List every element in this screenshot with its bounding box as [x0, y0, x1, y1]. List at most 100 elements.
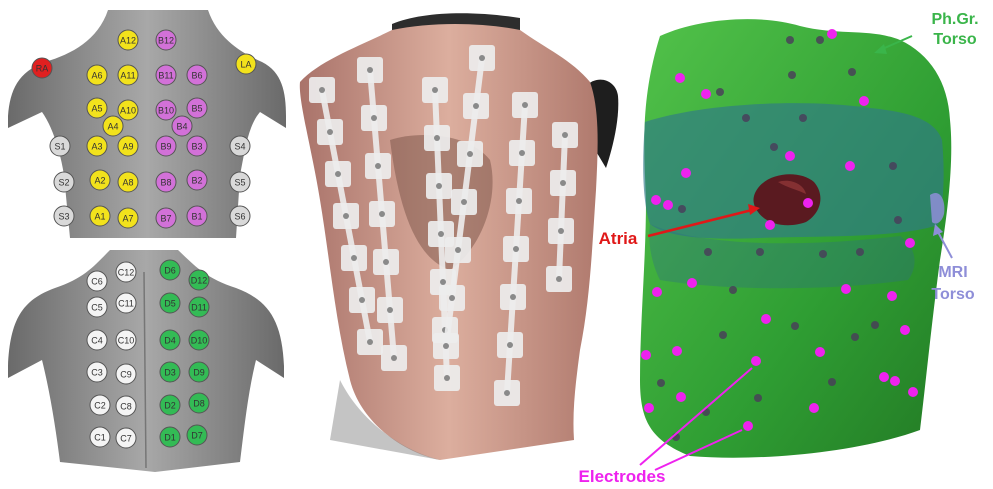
strip-electrode-dot: [558, 228, 564, 234]
electrode-label-b4: B4: [176, 122, 187, 132]
model-electrode-dot: [681, 168, 691, 178]
model-electrode-dot: [803, 198, 813, 208]
strip-electrode-dot: [375, 163, 381, 169]
model-electrode-dot-back: [729, 286, 737, 294]
electrode-label-c12: C12: [118, 268, 135, 278]
model-electrode-dot-back: [819, 250, 827, 258]
strip-electrode-dot: [504, 390, 510, 396]
model-electrode-dot: [761, 314, 771, 324]
electrode-label-b10: B10: [158, 106, 174, 116]
strip-electrode-dot: [516, 198, 522, 204]
strip-electrode-dot: [367, 67, 373, 73]
model-electrode-dot-back: [704, 248, 712, 256]
model-electrode-dot: [890, 376, 900, 386]
electrode-label-d5: D5: [164, 299, 176, 309]
strip-electrode-dot: [479, 55, 485, 61]
electrode-label-b6: B6: [191, 71, 202, 81]
model-electrode-dot: [676, 392, 686, 402]
model-electrode-dot-back: [770, 143, 778, 151]
strip-electrode-dot: [351, 255, 357, 261]
model-electrode-dot-back: [889, 162, 897, 170]
vest-photo-panel: [300, 13, 619, 460]
model-electrode-dot: [751, 356, 761, 366]
electrode-label-d10: D10: [191, 336, 208, 346]
electrode-label-a9: A9: [122, 142, 133, 152]
strip-electrode-dot: [391, 355, 397, 361]
strip-electrode-dot: [432, 87, 438, 93]
model-electrode-dot-back: [816, 36, 824, 44]
electrode-label-b3: B3: [191, 142, 202, 152]
electrode-label-d6: D6: [164, 266, 176, 276]
electrode-label-a8: A8: [122, 178, 133, 188]
strip-electrode-dot: [473, 103, 479, 109]
model-electrode-dot-back: [788, 71, 796, 79]
electrode-label-c6: C6: [91, 277, 103, 287]
strip-electrode-dot: [438, 231, 444, 237]
electrode-label-d12: D12: [191, 276, 208, 286]
strip-electrode-dot: [359, 297, 365, 303]
model-electrode-dot-back: [786, 36, 794, 44]
electrode-label-b11: B11: [158, 71, 173, 81]
electrode-label-a7: A7: [122, 214, 133, 224]
model-electrode-dot-back: [742, 114, 750, 122]
model-electrode-dot: [644, 403, 654, 413]
electrode-label-d2: D2: [164, 401, 176, 411]
model-electrode-dot: [641, 350, 651, 360]
electrode-label-a12: A12: [120, 36, 136, 46]
electrode-label-a5: A5: [91, 104, 102, 114]
model-electrode-dot-back: [848, 68, 856, 76]
electrode-label-c4: C4: [91, 336, 103, 346]
electrode-label-c8: C8: [120, 402, 132, 412]
model-electrode-dot: [908, 387, 918, 397]
model-electrode-dot: [845, 161, 855, 171]
strip-electrode-dot: [444, 375, 450, 381]
model-electrode-dot: [815, 347, 825, 357]
electrode-label-c7: C7: [120, 434, 132, 444]
electrode-label-a1: A1: [94, 212, 105, 222]
electrode-label-a6: A6: [91, 71, 102, 81]
phgr-label-line2: Torso: [933, 31, 976, 48]
model-electrode-dot-back: [828, 378, 836, 386]
strip-electrode-dot: [436, 183, 442, 189]
electrode-label-s5: S5: [234, 178, 245, 188]
mri-label-line1: MRI: [938, 264, 967, 281]
back-torso-panel: [8, 250, 284, 472]
model-electrode-dot: [651, 195, 661, 205]
strip-electrode-dot: [513, 246, 519, 252]
strip-electrode-dot: [319, 87, 325, 93]
model-electrode-dot-back: [657, 379, 665, 387]
strip-electrode-dot: [440, 279, 446, 285]
electrode-label-c3: C3: [91, 368, 103, 378]
front-torso-silhouette: [8, 10, 286, 238]
torso-model-panel: [640, 19, 951, 458]
model-electrode-dot: [900, 325, 910, 335]
electrode-label-la: LA: [240, 60, 251, 70]
model-electrode-dot: [887, 291, 897, 301]
electrode-label-s3: S3: [58, 212, 69, 222]
model-electrode-dot: [663, 200, 673, 210]
model-electrode-dot: [765, 220, 775, 230]
electrode-label-b12: B12: [158, 36, 174, 46]
electrode-label-b8: B8: [160, 178, 171, 188]
phgr-label-line1: Ph.Gr.: [931, 11, 978, 28]
model-electrode-dot: [687, 278, 697, 288]
electrode-label-b9: B9: [160, 142, 171, 152]
model-electrode-dot-back: [791, 322, 799, 330]
electrode-label-c2: C2: [94, 401, 106, 411]
electrode-label-c1: C1: [94, 433, 106, 443]
model-electrode-dot: [652, 287, 662, 297]
strip-electrode-dot: [522, 102, 528, 108]
electrode-label-ra: RA: [36, 64, 49, 74]
model-electrode-dot-back: [719, 331, 727, 339]
model-electrode-dot: [675, 73, 685, 83]
mri-label-line2: Torso: [931, 286, 974, 303]
model-electrode-dot: [879, 372, 889, 382]
electrode-label-d3: D3: [164, 368, 176, 378]
strip-electrode-dot: [560, 180, 566, 186]
strip-electrode-dot: [367, 339, 373, 345]
strip-electrode-dot: [461, 199, 467, 205]
electrode-label-d1: D1: [164, 433, 176, 443]
strip-electrode-dot: [562, 132, 568, 138]
strip-electrode-dot: [371, 115, 377, 121]
electrode-label-s2: S2: [58, 178, 69, 188]
